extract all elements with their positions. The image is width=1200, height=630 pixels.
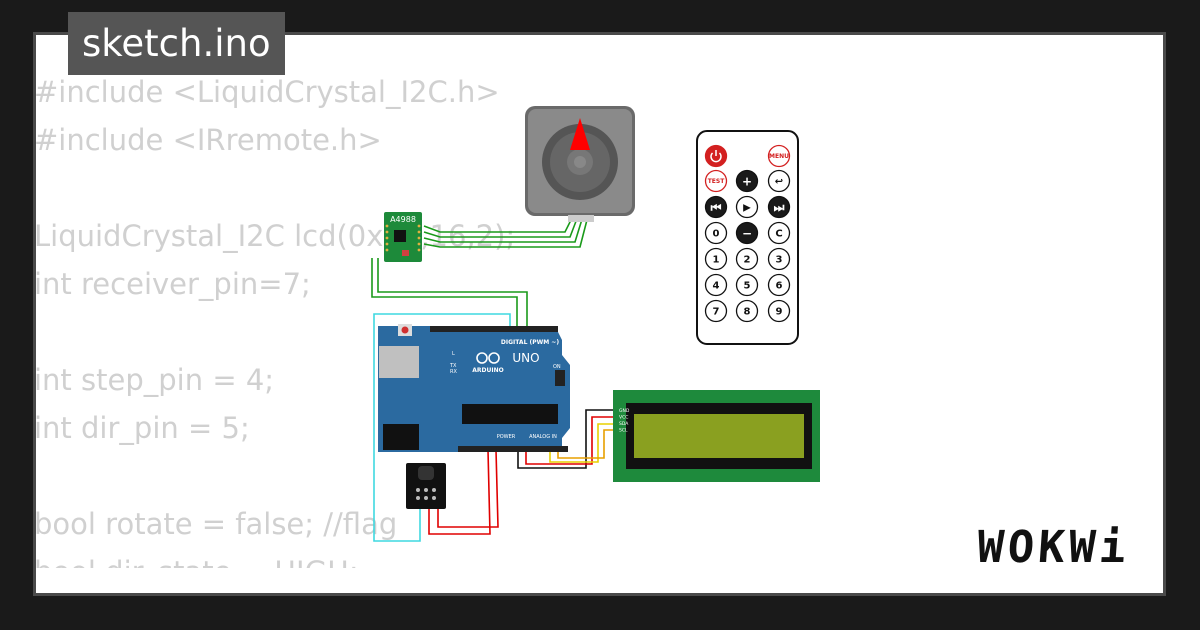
wires	[371, 215, 618, 542]
motor-pointer	[570, 118, 590, 150]
remote-button-label: 4	[713, 281, 720, 292]
power-icon	[710, 150, 722, 163]
remote-button-label: 9	[776, 307, 783, 318]
digital-header	[430, 326, 558, 332]
file-tab[interactable]: sketch.ino	[68, 12, 285, 75]
remote-button-label: ▶	[743, 203, 751, 214]
driver-label: A4988	[390, 215, 416, 224]
code-line: int dir_pin = 5;	[34, 411, 250, 445]
code-line: #include <IRremote.h>	[34, 123, 382, 157]
driver-arduino-wires	[371, 258, 528, 328]
power-analog-header	[458, 446, 568, 452]
remote-button-label: 0	[713, 229, 720, 240]
remote-button-label: ↩	[775, 177, 783, 188]
remote-menu-button[interactable]: MENU	[767, 144, 791, 168]
remote-digit-0-button[interactable]: 0	[704, 221, 728, 245]
ir-power-wires	[428, 449, 499, 535]
remote-digit-6-button[interactable]: 6	[767, 273, 791, 297]
code-line: int step_pin = 4;	[34, 363, 275, 397]
motor-wires	[423, 215, 589, 248]
remote-button-label: +	[742, 174, 752, 188]
remote-prev-button[interactable]: ⏮	[704, 195, 728, 219]
atmega-chip	[462, 404, 558, 424]
remote-button-label: 7	[713, 307, 720, 318]
remote-digit-2-button[interactable]: 2	[735, 247, 759, 271]
ir-receiver[interactable]	[406, 463, 446, 509]
lcd-pin-label: SCL	[619, 428, 628, 434]
analog-label: ANALOG IN	[529, 434, 557, 440]
power-jack	[383, 424, 419, 450]
remote-button-label: 8	[744, 307, 751, 318]
remote-button-label: TEST	[708, 178, 726, 185]
stepper-motor[interactable]	[525, 106, 635, 222]
usb-port	[379, 346, 419, 378]
digital-label: DIGITAL (PWM ~)	[501, 339, 559, 346]
lcd-pin-label: SDA	[619, 421, 629, 427]
remote-minus-button[interactable]: −	[735, 221, 759, 245]
remote-power-button[interactable]	[704, 144, 728, 168]
remote-back-button[interactable]: ↩	[767, 169, 791, 193]
ir-remote: MENU TEST + ↩ ⏮ ▶ ⏭ 0 − C 1 2 3 4 5 6 7 8 9	[696, 130, 799, 345]
lcd-pin-label: VCC	[619, 415, 628, 421]
lcd-wires	[517, 409, 618, 469]
remote-button-label: 3	[776, 255, 783, 266]
tx-label: TX	[449, 363, 457, 369]
remote-button-label: ⏭	[774, 200, 785, 214]
remote-digit-5-button[interactable]: 5	[735, 273, 759, 297]
remote-button-label: 2	[744, 255, 751, 266]
remote-digit-4-button[interactable]: 4	[704, 273, 728, 297]
l-label: L	[452, 351, 455, 357]
remote-digit-3-button[interactable]: 3	[767, 247, 791, 271]
lcd-pin-label: GND	[619, 408, 630, 414]
remote-digit-9-button[interactable]: 9	[767, 299, 791, 323]
remote-clear-button[interactable]: C	[767, 221, 791, 245]
code-line: #include <LiquidCrystal_I2C.h>	[34, 75, 500, 109]
remote-button-label: 6	[776, 281, 783, 292]
arduino-label: ARDUINO	[472, 367, 503, 374]
lcd-screen	[634, 414, 804, 458]
arduino-logo-icon	[476, 352, 500, 364]
code-line: int receiver_pin=7;	[34, 267, 311, 301]
remote-play-button[interactable]: ▶	[735, 195, 759, 219]
remote-button-label: MENU	[769, 153, 789, 160]
remote-button-label: ⏮	[711, 200, 722, 214]
remote-digit-7-button[interactable]: 7	[704, 299, 728, 323]
rx-label: RX	[450, 369, 457, 375]
arduino-uno[interactable]: DIGITAL (PWM ~) UNO ARDUINO POWER ANALOG…	[378, 324, 570, 452]
code-line: bool rotate = false; //flag	[34, 507, 398, 541]
code-preview: #include <LiquidCrystal_I2C.h> #include <…	[34, 68, 734, 568]
remote-button-label: −	[742, 226, 752, 240]
remote-button-label: C	[775, 229, 782, 240]
remote-test-button[interactable]: TEST	[704, 169, 728, 193]
remote-digit-8-button[interactable]: 8	[735, 299, 759, 323]
code-line: bool dir_state = HIGH;	[34, 548, 734, 568]
uno-label: UNO	[512, 351, 539, 365]
on-label: ON	[553, 364, 561, 370]
remote-plus-button[interactable]: +	[735, 169, 759, 193]
wokwi-logo: WOKWi	[975, 522, 1132, 573]
power-label: POWER	[497, 434, 516, 440]
ir-signal-wire	[373, 313, 511, 542]
remote-digit-1-button[interactable]: 1	[704, 247, 728, 271]
remote-button-label: 5	[744, 281, 751, 292]
a4988-driver[interactable]: A4988	[384, 212, 422, 262]
remote-button-label: 1	[713, 255, 720, 266]
remote-next-button[interactable]: ⏭	[767, 195, 791, 219]
